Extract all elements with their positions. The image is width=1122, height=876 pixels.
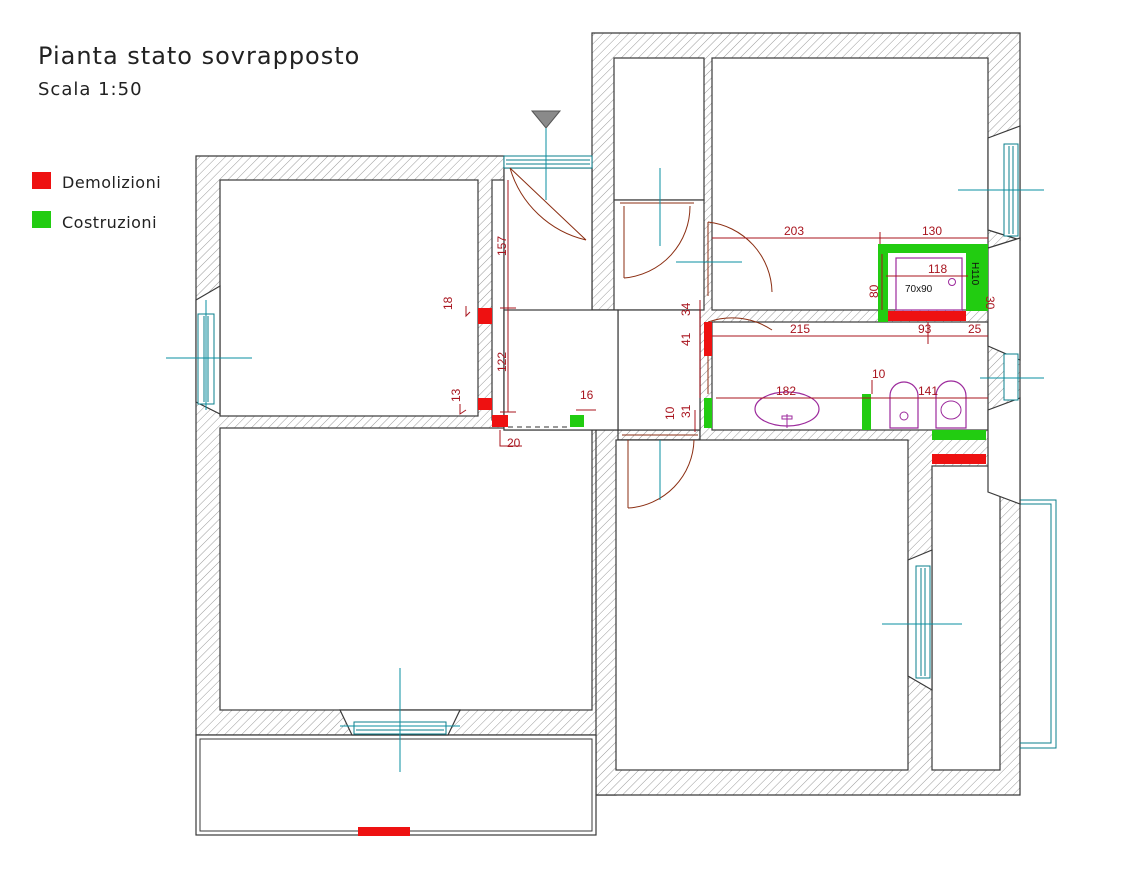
balcony-east [1020,499,1057,749]
dimension-labels: 157 122 18 13 20 16 34 41 31 10 203 130 … [441,224,997,450]
demolitions [358,308,986,836]
legend-swatch-demolition [32,172,51,189]
demolition-wall-segment [358,827,410,836]
door-closet [623,205,691,279]
shower-drain-icon [948,278,956,286]
window-entry [503,155,593,169]
dim-label: 10 [663,406,677,420]
dim-label: 93 [918,322,932,336]
dimensions [459,180,988,447]
corridor [617,309,701,431]
room-northwest [219,179,479,417]
dim-label: 34 [679,302,693,316]
dim-label: 30 [983,296,997,310]
window-southeast [915,565,931,679]
demolition-wall-segment [886,311,966,321]
room-east-narrow [931,465,1001,771]
legend-swatch-construction [32,211,51,228]
windows [166,143,1044,772]
shower-size-label: 70x90 [905,284,933,295]
demolition-wall-segment [478,398,492,410]
construction-wall-segment [932,430,986,440]
corridor-west [503,309,619,431]
dim-label: 41 [679,332,693,346]
dim-label: 203 [784,224,804,238]
dim-label: 16 [580,388,594,402]
room-southwest [219,427,593,711]
dim-label: 130 [922,224,942,238]
balcony-south [195,734,597,836]
height-label: H110 [969,262,980,286]
legend: Demolizioni Costruzioni [32,172,161,232]
construction-wall-segment [570,415,584,427]
dim-label: 122 [495,352,509,372]
demolition-wall-segment [932,454,986,464]
dim-label: 141 [918,384,938,398]
construction-wall-segment [878,244,988,253]
demolition-wall-segment [704,322,712,356]
dim-label: 13 [449,388,463,402]
dim-label: 80 [867,284,881,298]
entry-marker-icon [530,110,562,129]
construction-wall-segment [862,394,871,430]
dim-label: 182 [776,384,796,398]
dim-label: 157 [495,236,509,256]
constructions [570,244,988,440]
dim-label: 215 [790,322,810,336]
dim-label: 18 [441,296,455,310]
dim-label: 25 [968,322,982,336]
dim-label: 31 [679,404,693,418]
shower-tray [895,257,963,311]
dim-label: 20 [507,436,521,450]
rooms [219,57,1001,771]
door-northeast [707,221,773,296]
door-southeast [627,439,695,509]
legend-label-demolition: Demolizioni [62,173,161,192]
construction-wall-segment [878,244,888,322]
demolition-wall-segment [478,308,492,324]
closet-north [613,57,705,201]
closet-hall [613,199,705,311]
demolition-wall-segment [492,415,508,427]
construction-wall-segment [966,253,988,311]
drawing-scale: Scala 1:50 [38,79,143,100]
drawing-title: Pianta stato sovrapposto [38,42,360,70]
door-entry [509,167,587,241]
window-bathroom [1003,353,1019,401]
fixtures: 70x90 [754,257,967,429]
hall-slot [491,179,505,421]
dim-label: 10 [872,367,886,381]
legend-label-construction: Costruzioni [62,213,157,232]
bidet-icon [889,381,919,429]
construction-wall-segment [704,398,712,428]
dim-label: 118 [928,262,947,276]
toilet-icon [935,380,967,429]
